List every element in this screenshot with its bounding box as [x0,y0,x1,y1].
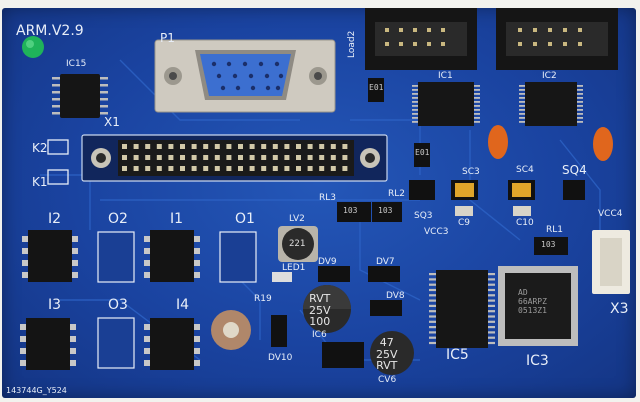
i1-label: I1 [170,211,184,227]
rl3-label: RL3 [319,193,336,203]
ic2-chip [519,82,583,126]
k-switches [47,139,69,185]
transistor-sq4 [563,180,585,200]
vcc3-label: VCC3 [424,227,449,237]
led1-label: LED1 [282,263,306,273]
electrolytic-cap-2 [370,331,414,375]
sq3-label: SQ3 [414,211,433,221]
box-header-right [496,8,618,70]
i2-label: I2 [48,211,62,227]
diodes [271,266,402,347]
k2-label: K2 [32,141,48,155]
resistor-e01-top [368,78,384,102]
ic15-label: IC15 [66,59,87,69]
rl1-marking: 103 [541,240,556,249]
i3-label: I3 [48,297,62,313]
ic6-chip [322,342,364,368]
ic2-label: IC2 [542,71,557,81]
r19-label: R19 [254,294,272,304]
vcc4-label: VCC4 [598,209,623,219]
e01-top-marking: E01 [369,83,384,92]
ic1-chip [412,82,480,126]
resistor-e01-mid [414,143,430,167]
o1-label: O1 [235,211,255,227]
rl2-label: RL2 [388,189,405,199]
tantalum-caps [451,180,535,216]
ic15-chip [52,74,108,118]
load2-label: Load2 [347,30,357,58]
c10-label: C10 [516,218,534,228]
transistor-sq3 [409,180,435,200]
dv7-label: DV7 [376,257,395,267]
dip-chips [20,230,200,370]
cv6-label: CV6 [378,375,397,385]
dv10-label: DV10 [268,353,293,363]
c9-label: C9 [458,218,471,228]
ceramic-cap-2 [593,127,613,161]
lv2-label: LV2 [289,214,305,224]
ceramic-cap-1 [488,125,508,159]
lv2-marking: 221 [289,239,306,249]
rl2-marking: 103 [378,206,393,215]
cap1-marking: RVT 25V 100 [309,292,331,329]
x3-label: X3 [610,301,629,317]
electrolytic-cap-1 [303,285,351,333]
ic5-label: IC5 [446,347,469,363]
board-version-label: ARM.V2.9 [16,23,84,39]
vga-connector [154,39,336,113]
i4-label: I4 [176,297,190,313]
x3-connector [592,230,630,294]
x1-pin-header [81,134,388,182]
ic1-label: IC1 [438,71,453,81]
o2-label: O2 [108,211,128,227]
x1-label: X1 [104,115,120,129]
ic3-label: IC3 [526,353,549,369]
box-header-left [365,8,477,70]
cap2-marking: 47 25V RVT [376,336,398,373]
e01-mid-marking: E01 [415,148,430,157]
dv9-label: DV9 [318,257,337,267]
power-led [22,36,44,58]
dv8-label: DV8 [386,291,405,301]
o3-label: O3 [108,297,128,313]
rl1-label: RL1 [546,225,563,235]
k1-label: K1 [32,175,48,189]
ic6-label: IC6 [312,330,327,340]
sc4-label: SC4 [516,165,534,175]
sq4-label: SQ4 [562,163,587,177]
inductor-lv2 [278,226,318,262]
resistor-networks [337,202,568,255]
ic3-chip [498,266,578,346]
sc3-label: SC3 [462,167,480,177]
rl3-marking: 103 [343,206,358,215]
ic5-chip [429,270,495,348]
ic3-marking: AD 66ARPZ 0513Z1 [518,288,547,315]
board-serial-label: 143744G_Y524 [6,386,67,395]
socket-outlines [97,231,257,369]
mounting-ring [211,310,251,350]
p1-label: P1 [160,31,175,45]
